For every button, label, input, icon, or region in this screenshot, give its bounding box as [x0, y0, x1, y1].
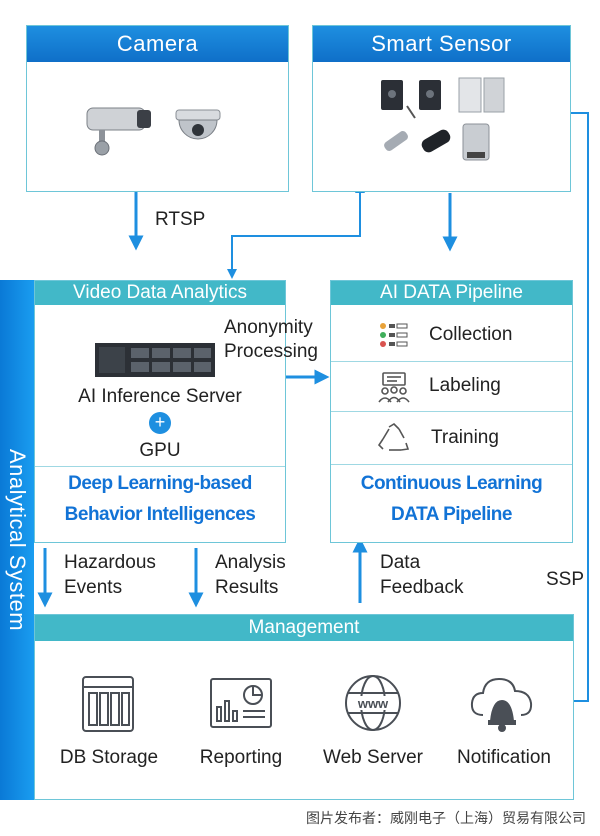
- reporting-icon: [209, 677, 273, 731]
- checklist-icon: [379, 322, 409, 348]
- continuous-learning-label-1: Continuous Learning: [360, 473, 543, 494]
- camera-box: Camera: [26, 25, 289, 192]
- pipeline-item-labeling: Labeling: [331, 361, 572, 411]
- data-feedback-label-2: Feedback: [380, 577, 464, 598]
- dome-camera-icon: [173, 106, 223, 150]
- svg-text:www: www: [357, 696, 389, 711]
- pipeline-item-training: Training: [331, 411, 572, 464]
- analysis-results-label-1: Analysis: [215, 552, 286, 573]
- analytical-system-bar: Analytical System: [0, 280, 34, 800]
- deep-learning-label-1: Deep Learning-based: [68, 473, 252, 494]
- analysis-results-label-2: Results: [215, 577, 279, 598]
- hazardous-events-label-1: Hazardous: [64, 552, 156, 573]
- cloud-bell-icon: [469, 671, 535, 733]
- sensor-devices-icon: [371, 72, 521, 182]
- recycle-icon: [377, 423, 411, 453]
- pipeline-title: AI DATA Pipeline: [331, 281, 572, 305]
- db-storage-icon: [81, 675, 135, 733]
- labeling-label: Labeling: [429, 375, 501, 396]
- deep-learning-label-2: Behavior Intelligences: [64, 504, 256, 525]
- image-credit: 图片发布者：威刚电子（上海）贸易有限公司: [306, 810, 586, 826]
- data-feedback-label-1: Data: [380, 552, 421, 573]
- globe-www-icon: www: [343, 673, 403, 733]
- notification-label: Notification: [457, 747, 551, 768]
- collection-label: Collection: [429, 324, 513, 345]
- bullet-camera-icon: [79, 98, 155, 156]
- vda-title: Video Data Analytics: [35, 281, 285, 305]
- ai-inference-server-label: AI Inference Server: [78, 386, 242, 407]
- ssp-label: SSP: [546, 569, 585, 590]
- anonymity-label-2: Processing: [224, 341, 318, 362]
- sensor-vda-connector: [227, 183, 365, 279]
- server-icon: [95, 343, 215, 377]
- labeling-people-icon: [377, 371, 411, 403]
- web-server-label: Web Server: [323, 747, 423, 768]
- training-label: Training: [431, 427, 499, 448]
- smart-sensor-title: Smart Sensor: [313, 26, 570, 62]
- continuous-learning-label-2: DATA Pipeline: [391, 504, 512, 525]
- db-storage-label: DB Storage: [59, 747, 159, 768]
- ai-data-pipeline-box: AI DATA Pipeline Collection Labeling: [330, 280, 573, 543]
- management-box: Management DB Storage Reporting www Web …: [34, 614, 574, 800]
- anonymity-label-1: Anonymity: [224, 317, 313, 338]
- plus-icon: +: [149, 412, 171, 434]
- smart-sensor-box: Smart Sensor: [312, 25, 571, 192]
- analytical-system-label: Analytical System: [5, 448, 30, 632]
- hazardous-events-label-2: Events: [64, 577, 123, 598]
- management-title: Management: [35, 615, 573, 641]
- video-data-analytics-box: Video Data Analytics AI Inference Server…: [34, 280, 286, 543]
- camera-title: Camera: [27, 26, 288, 62]
- pipeline-item-collection: Collection: [331, 307, 572, 361]
- reporting-label: Reporting: [199, 747, 283, 768]
- rtsp-label: RTSP: [155, 209, 206, 230]
- gpu-label: GPU: [139, 440, 181, 461]
